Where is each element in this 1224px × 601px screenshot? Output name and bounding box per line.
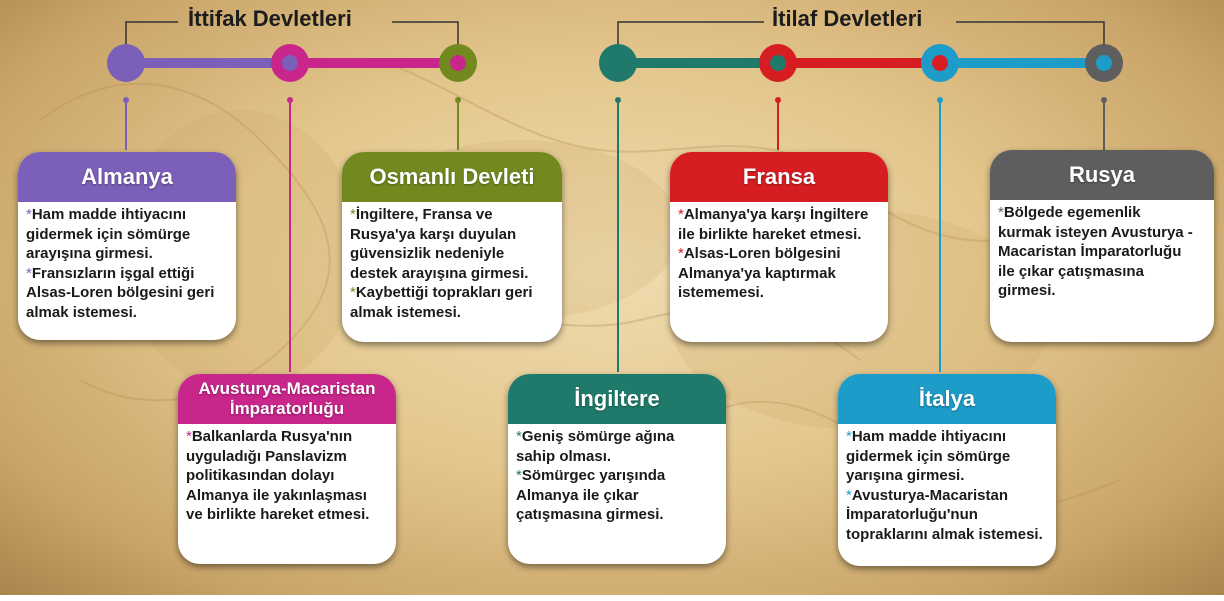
card-item-text: Alsas-Loren bölgesini Almanya'ya kaptırm… [678, 245, 841, 301]
card-item: *Kaybettiği toprakları geri almak isteme… [350, 283, 554, 322]
card-item: *Sömürgec yarışında Almanya ile çıkar ça… [516, 466, 718, 525]
card-body: *İngiltere, Fransa ve Rusya'ya karşı duy… [342, 202, 562, 328]
bullet-star: * [350, 206, 356, 223]
card-body: *Bölgede egemenlik kurmak isteyen Avustu… [990, 200, 1214, 307]
node-almanya [107, 44, 145, 82]
card-item: *İngiltere, Fransa ve Rusya'ya karşı duy… [350, 205, 554, 283]
card-title: Almanya [18, 152, 236, 202]
card-rusya: Rusya *Bölgede egemenlik kurmak isteyen … [990, 150, 1214, 342]
node-ingiltere [599, 44, 637, 82]
card-body: *Balkanlarda Rusya'nın uyguladığı Pansla… [178, 424, 396, 531]
node-fransa [759, 44, 797, 82]
card-ingiltere: İngiltere *Geniş sömürge ağına sahip olm… [508, 374, 726, 564]
node-avusturya [271, 44, 309, 82]
bullet-star: * [678, 245, 684, 262]
card-item-text: Avusturya-Macaristan İmparatorluğu'nun t… [846, 486, 1043, 543]
bottom-strip [0, 595, 1224, 601]
card-item: *Avusturya-Macaristan İmparatorluğu'nun … [846, 486, 1048, 545]
card-item: *Ham madde ihtiyacını gidermek için sömü… [26, 205, 228, 264]
group-title-itilaf: İtilaf Devletleri [772, 6, 923, 31]
card-item: *Fransızların işgal ettiği Alsas-Loren b… [26, 264, 228, 323]
card-body: *Geniş sömürge ağına sahip olması.*Sömür… [508, 424, 726, 531]
bullet-star: * [26, 264, 32, 282]
bullet-star: * [516, 428, 522, 445]
bullet-star: * [516, 467, 522, 484]
bullet-star: * [998, 204, 1004, 221]
card-item-text: Geniş sömürge ağına sahip olması. [516, 428, 675, 465]
card-item-text: Sömürgec yarışında Almanya ile çıkar çat… [516, 467, 666, 523]
card-item: *Bölgede egemenlik kurmak isteyen Avustu… [998, 203, 1206, 301]
card-item: *Almanya'ya karşı İngiltere ile birlikte… [678, 205, 880, 244]
card-title: İngiltere [508, 374, 726, 424]
card-item-text: Ham madde ihtiyacını gidermek için sömür… [846, 428, 1011, 484]
card-almanya: Almanya *Ham madde ihtiyacını gidermek i… [18, 152, 236, 340]
card-item: *Ham madde ihtiyacını gidermek için sömü… [846, 427, 1048, 486]
card-item: *Alsas-Loren bölgesini Almanya'ya kaptır… [678, 244, 880, 303]
card-title: İtalya [838, 374, 1056, 424]
group-title-ittifak: İttifak Devletleri [188, 6, 352, 31]
card-body: *Almanya'ya karşı İngiltere ile birlikte… [670, 202, 888, 309]
bullet-star: * [26, 206, 32, 223]
card-item-text: İngiltere, Fransa ve Rusya'ya karşı duyu… [350, 206, 529, 282]
bullet-star: * [678, 206, 684, 223]
card-item-text: Ham madde ihtiyacını gidermek için sömür… [26, 206, 191, 262]
card-item-text: Kaybettiği toprakları geri almak istemes… [350, 284, 533, 321]
card-fransa: Fransa *Almanya'ya karşı İngiltere ile b… [670, 152, 888, 342]
node-osmanli [439, 44, 477, 82]
card-avusturya: Avusturya-Macaristan İmparatorluğu *Balk… [178, 374, 396, 564]
card-title: Osmanlı Devleti [342, 152, 562, 202]
bullet-star: * [846, 428, 852, 445]
bullet-star: * [186, 428, 192, 445]
card-item-text: Bölgede egemenlik kurmak isteyen Avustur… [998, 204, 1193, 299]
card-title: Rusya [990, 150, 1214, 200]
node-rusya [1085, 44, 1123, 82]
card-item-text: Almanya'ya karşı İngiltere ile birlikte … [678, 206, 869, 243]
bullet-star: * [350, 284, 356, 301]
card-title: Avusturya-Macaristan İmparatorluğu [178, 374, 396, 424]
card-item: *Geniş sömürge ağına sahip olması. [516, 427, 718, 466]
card-item-text: Balkanlarda Rusya'nın uyguladığı Panslav… [186, 428, 370, 523]
card-item: *Balkanlarda Rusya'nın uyguladığı Pansla… [186, 427, 388, 525]
card-osmanli: Osmanlı Devleti *İngiltere, Fransa ve Ru… [342, 152, 562, 342]
card-italya: İtalya *Ham madde ihtiyacını gidermek iç… [838, 374, 1056, 566]
card-body: *Ham madde ihtiyacını gidermek için sömü… [18, 202, 236, 328]
bullet-star: * [846, 486, 852, 504]
card-title: Fransa [670, 152, 888, 202]
card-item-text: Fransızların işgal ettiği Alsas-Loren bö… [26, 264, 215, 321]
node-italya [921, 44, 959, 82]
card-body: *Ham madde ihtiyacını gidermek için sömü… [838, 424, 1056, 550]
